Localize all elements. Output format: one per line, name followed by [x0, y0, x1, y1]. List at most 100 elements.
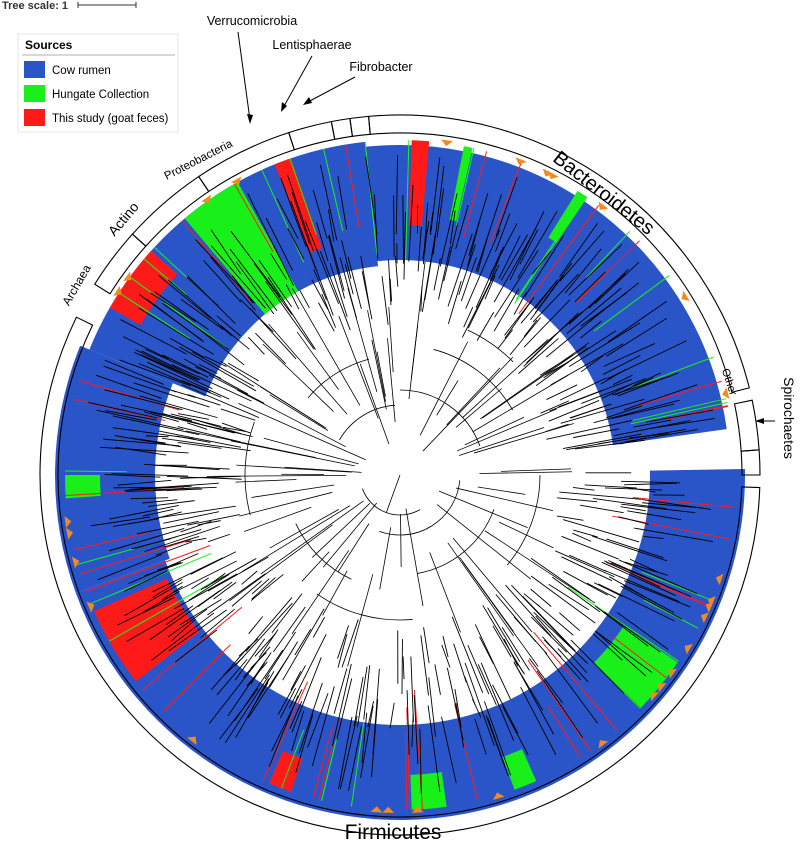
inner-branch-21 — [376, 351, 386, 397]
tip-branch-375 — [501, 705, 529, 756]
tip-branch-216 — [185, 537, 207, 543]
tip-branch-330 — [523, 299, 571, 348]
inner-branch-49 — [438, 490, 528, 529]
backbone-arc-6 — [307, 358, 370, 399]
highlight-marker-17 — [411, 806, 424, 813]
tip-branch-150 — [523, 593, 541, 608]
tip-branch-36 — [606, 405, 642, 419]
tip-branch-482 — [614, 377, 654, 396]
tip-branch-238 — [529, 658, 563, 704]
tip-branch-94 — [144, 348, 200, 375]
tip-branch-425 — [97, 553, 163, 581]
tip-branch-45 — [311, 279, 329, 310]
tip-branch-509 — [561, 556, 613, 582]
tip-branch-300 — [319, 164, 338, 241]
source-line-31 — [576, 240, 640, 303]
tip-branch-170 — [463, 306, 474, 328]
tip-branch-310 — [155, 541, 193, 556]
tip-branch-95 — [234, 638, 266, 681]
source-line-67 — [79, 539, 192, 575]
source-line-24 — [233, 183, 274, 253]
highlight-marker-8 — [707, 596, 716, 608]
highlight-marker-26 — [123, 271, 132, 282]
tip-branch-480 — [294, 628, 312, 656]
inner-branch-17 — [239, 491, 333, 517]
tip-branch-340 — [328, 235, 346, 299]
ring-spirochaetes — [740, 449, 761, 476]
highlight-marker-15 — [598, 740, 609, 749]
inner-branch-56 — [311, 502, 371, 558]
tip-branch-426 — [632, 372, 661, 387]
clade-label-other: Other — [719, 367, 739, 397]
tip-branch-275 — [204, 355, 227, 367]
tip-branch-471 — [403, 211, 406, 280]
legend-swatch-hungate-collection — [24, 85, 45, 102]
tip-branch-384 — [451, 616, 484, 694]
tip-branch-184 — [282, 608, 325, 681]
tip-branch-82 — [519, 229, 539, 265]
tip-branch-79 — [536, 603, 574, 636]
tip-branch-166 — [580, 355, 604, 373]
tip-branch-502 — [353, 676, 364, 727]
tip-branch-367 — [104, 473, 161, 478]
tip-branch-444 — [559, 491, 642, 500]
tip-branch-335 — [474, 624, 512, 700]
tip-branch-369 — [210, 245, 266, 309]
source-line-23 — [404, 730, 408, 810]
inner-branch-37 — [456, 408, 557, 452]
highlight-marker-5 — [681, 290, 690, 301]
source-line-46 — [455, 148, 475, 226]
inner-branch-36 — [322, 502, 377, 568]
source-color-wedges — [54, 140, 760, 821]
tip-branch-436 — [563, 570, 608, 596]
source-line-42 — [405, 140, 410, 261]
tip-branch-145 — [443, 222, 459, 282]
tip-branch-96 — [138, 307, 214, 355]
tip-branch-242 — [341, 619, 359, 668]
source-line-9 — [281, 729, 304, 789]
tip-branch-445 — [180, 298, 224, 331]
tip-branch-186 — [264, 631, 296, 680]
tip-branch-191 — [544, 363, 566, 376]
tip-branch-513 — [205, 572, 226, 589]
tip-branch-470 — [268, 695, 299, 768]
tip-branch-88 — [494, 250, 539, 318]
tip-branch-506 — [493, 288, 520, 332]
tip-branch-15 — [200, 608, 235, 638]
source-line-2 — [641, 571, 712, 601]
tip-branch-488 — [187, 394, 221, 406]
tip-branch-478 — [513, 616, 548, 655]
tip-branch-441 — [568, 554, 607, 572]
tip-branch-417 — [312, 189, 328, 239]
tip-branch-327 — [187, 514, 240, 526]
tip-branch-103 — [513, 661, 555, 735]
tip-branch-144 — [535, 615, 588, 674]
source-line-1 — [626, 356, 714, 391]
tip-branch-454 — [442, 636, 449, 658]
tip-branch-477 — [104, 359, 164, 385]
highlight-marker-1 — [515, 157, 527, 166]
tip-branch-496 — [197, 520, 221, 526]
inner-branch-65 — [446, 367, 501, 426]
callout-spirochaetes: Spirochaetes — [781, 377, 797, 459]
tip-branch-435 — [247, 193, 281, 258]
tip-branch-373 — [623, 585, 675, 614]
tip-branch-316 — [558, 389, 604, 408]
tip-branch-363 — [285, 284, 300, 310]
ring-bacteroidetes — [368, 114, 750, 393]
tip-branch-243 — [492, 684, 519, 734]
tip-branch-280 — [530, 557, 590, 600]
tip-branch-263 — [480, 662, 515, 742]
tip-branch-347 — [624, 561, 668, 576]
tip-branch-273 — [227, 362, 259, 382]
tree-branches — [88, 155, 716, 795]
highlight-marker-4 — [598, 201, 609, 210]
tip-branch-167 — [111, 473, 189, 477]
tip-branch-279 — [124, 570, 168, 592]
tip-branch-453 — [548, 400, 600, 422]
tip-branch-130 — [166, 605, 194, 626]
tip-branch-253 — [536, 670, 584, 738]
tip-branch-401 — [572, 532, 592, 542]
tip-branch-323 — [135, 349, 197, 380]
source-line-3 — [350, 723, 365, 807]
